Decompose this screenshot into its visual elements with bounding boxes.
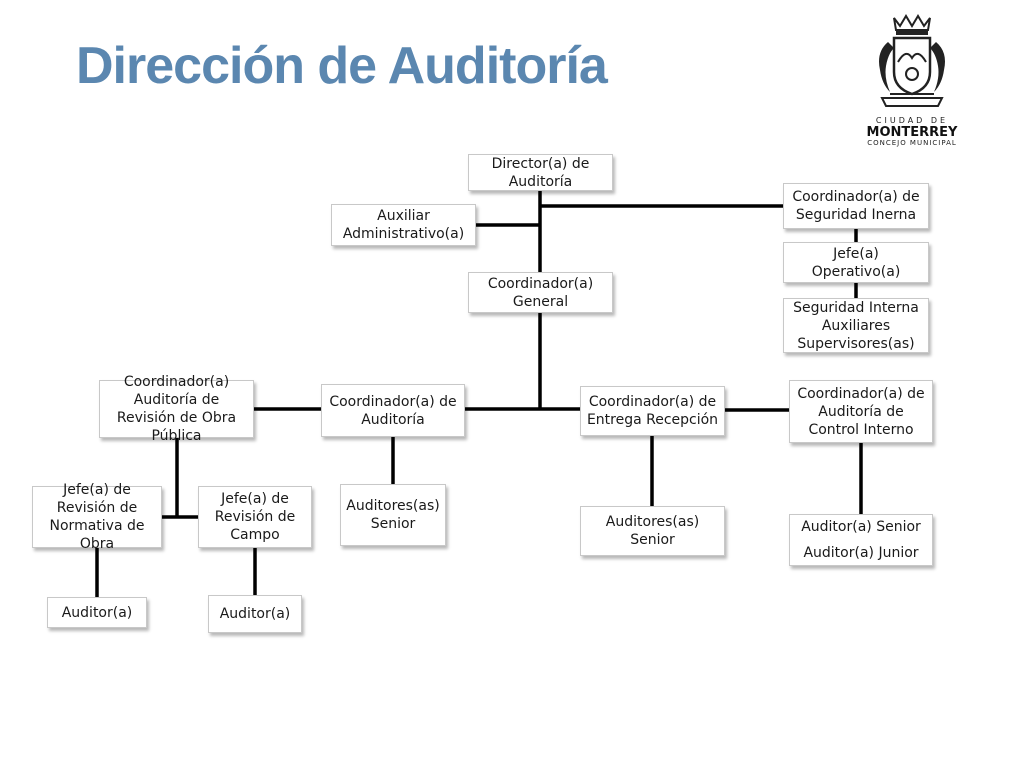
logo-city-name: MONTERREY	[866, 125, 958, 140]
node-jefe-operativo: Jefe(a) Operativo(a)	[783, 242, 929, 283]
coat-of-arms-icon	[879, 14, 945, 107]
node-auditores-control-interno: Auditor(a) Senior Auditor(a) Junior	[789, 514, 933, 566]
node-auditores-senior-entrega: Auditores(as) Senior	[580, 506, 725, 556]
node-director: Director(a) de Auditoría	[468, 154, 613, 191]
logo-city-label: CIUDAD DE	[875, 116, 949, 125]
logo-council-label: CONCEJO MUNICIPAL	[867, 139, 957, 147]
page-title: Dirección de Auditoría	[76, 37, 608, 95]
node-coordinador-seguridad: Coordinador(a) de Seguridad Inerna	[783, 183, 929, 229]
node-jefe-campo: Jefe(a) de Revisión de Campo	[198, 486, 312, 548]
node-coordinador-entrega-recepcion: Coordinador(a) de Entrega Recepción	[580, 386, 725, 436]
node-jefe-normativa: Jefe(a) de Revisión de Normativa de Obra	[32, 482, 162, 552]
city-logo: CIUDAD DE MONTERREY CONCEJO MUNICIPAL	[860, 12, 964, 147]
node-coordinador-general: Coordinador(a) General	[468, 272, 613, 313]
node-coordinador-auditoria: Coordinador(a) de Auditoría	[321, 384, 465, 437]
node-auxiliar-administrativo: Auxiliar Administrativo(a)	[331, 204, 476, 246]
node-seguridad-interna: Seguridad Interna Auxiliares Supervisore…	[783, 298, 929, 353]
node-coordinador-obra-publica: Coordinador(a) Auditoría de Revisión de …	[99, 374, 254, 444]
node-coordinador-control-interno: Coordinador(a) de Auditoría de Control I…	[789, 380, 933, 443]
node-auditor-normativa: Auditor(a)	[47, 597, 147, 628]
node-auditor-campo: Auditor(a)	[208, 595, 302, 633]
auditor-senior-label: Auditor(a) Senior	[801, 519, 921, 535]
node-auditores-senior-auditoria: Auditores(as) Senior	[340, 484, 446, 546]
auditor-junior-label: Auditor(a) Junior	[803, 545, 919, 561]
